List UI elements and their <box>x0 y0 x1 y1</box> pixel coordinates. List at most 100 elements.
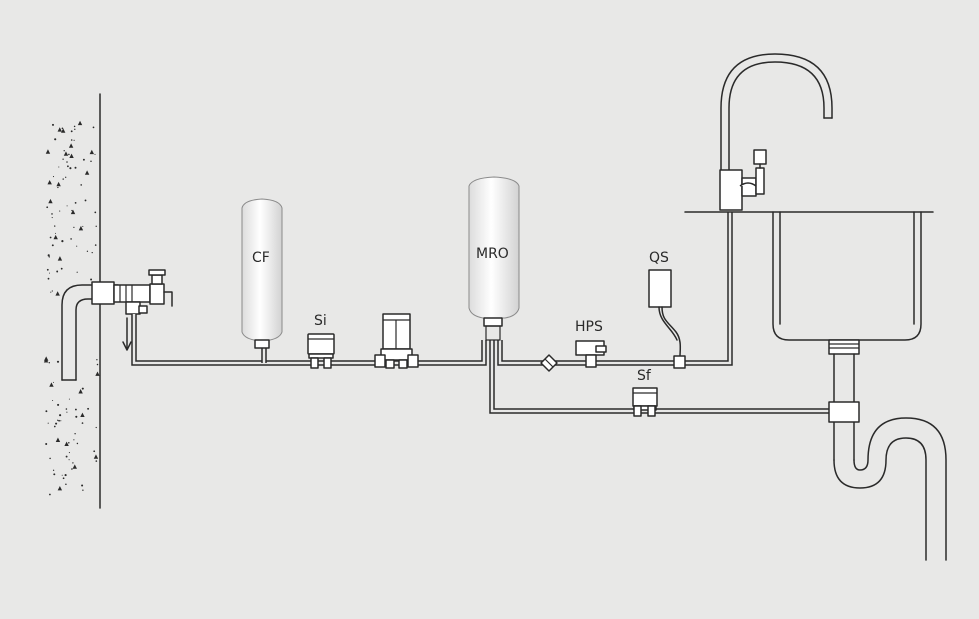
wall-speckle <box>52 399 54 402</box>
si-fitting-left <box>310 357 319 369</box>
wall-speckle <box>71 209 73 212</box>
wall-speckle <box>51 244 54 247</box>
wall-speckle <box>45 410 48 413</box>
faucet-lever-base <box>741 177 757 197</box>
wall-speckle <box>60 420 62 422</box>
wall-speckle <box>71 468 73 470</box>
pump-inlet <box>374 354 386 368</box>
wall-speckle <box>90 278 93 281</box>
wall-speckle <box>70 139 73 141</box>
sf-fitting-left <box>633 405 642 417</box>
sf-label: Sf <box>637 368 652 384</box>
tubing <box>131 212 833 414</box>
wall-speckle <box>48 362 50 364</box>
wall-speckle <box>61 240 64 243</box>
wall-speckle <box>57 419 59 421</box>
wall-speckle <box>55 422 58 425</box>
faucet-spout-outer <box>720 53 833 171</box>
wall-speckle <box>73 125 76 128</box>
wall-speckle <box>63 150 65 152</box>
wall-speckle <box>57 486 63 491</box>
faucet <box>719 53 833 211</box>
wall-speckle <box>55 291 60 296</box>
wall-speckle <box>73 439 75 441</box>
wall-speckle <box>64 441 69 446</box>
faucet-spout-inner <box>728 61 825 171</box>
p-trap-outer <box>833 437 927 561</box>
wall-speckle <box>55 437 61 442</box>
sink <box>684 211 947 561</box>
wall-speckle <box>61 474 63 476</box>
wall-speckle <box>68 153 70 156</box>
wall-speckle <box>96 363 99 366</box>
wall-speckle <box>67 165 69 168</box>
wall-speckle <box>70 238 72 240</box>
qs-tee <box>673 355 686 369</box>
wall-speckle <box>77 120 83 126</box>
wall-speckle <box>72 462 74 464</box>
wall-speckle <box>78 225 84 231</box>
valve-handle <box>148 269 166 276</box>
qs-cable-2 <box>658 306 678 341</box>
inlet-pipe <box>61 284 119 381</box>
wall-speckle <box>48 198 53 204</box>
wall-speckle <box>89 149 95 155</box>
wall-speckle <box>68 459 70 461</box>
wall-speckle <box>53 425 56 428</box>
mro-housing <box>468 176 520 319</box>
wall-speckle <box>63 151 69 156</box>
wall-speckle <box>92 126 95 129</box>
wall-speckle <box>54 138 57 141</box>
si-label: Si <box>314 313 327 329</box>
faucet-collar <box>739 182 757 187</box>
product-tube <box>497 212 733 366</box>
wall-speckle <box>57 186 59 189</box>
cf-housing <box>241 198 283 341</box>
wall-speckle <box>58 166 60 168</box>
wall-speckle <box>94 153 96 155</box>
wall-speckle <box>43 356 49 361</box>
wall-speckle <box>65 483 67 485</box>
wall-speckle <box>76 271 78 273</box>
wall-speckle <box>45 149 51 154</box>
wall-speckle <box>59 414 62 417</box>
wall-speckle <box>49 236 52 239</box>
wall-speckle <box>76 442 79 445</box>
wall-speckle <box>93 450 96 453</box>
wall-speckle <box>53 473 56 476</box>
wall-speckle <box>81 484 84 487</box>
cf-fitting <box>254 339 270 349</box>
pump-outlet <box>407 354 419 368</box>
wall-speckle <box>68 143 74 148</box>
wall-speckle <box>94 244 97 246</box>
faucet-body <box>719 169 743 211</box>
wall-speckle <box>57 127 62 132</box>
wall-speckle <box>57 256 63 261</box>
hps-label: HPS <box>575 319 603 335</box>
inlet-pipe-outer <box>61 284 119 381</box>
wall-speckle <box>74 408 77 411</box>
wall-speckle <box>54 225 56 227</box>
wall-speckle <box>70 209 76 215</box>
mro-fitting <box>483 317 503 327</box>
wall-speckle <box>47 277 50 280</box>
wall-speckle <box>68 452 70 454</box>
wall-speckle <box>82 225 84 227</box>
wall-speckle <box>51 290 53 292</box>
wall-speckle <box>68 442 70 444</box>
wall-speckle <box>65 408 68 410</box>
wall-speckle <box>91 251 93 254</box>
wall-speckle <box>51 213 53 215</box>
wall-speckle <box>95 460 98 462</box>
feed-valve <box>91 269 173 351</box>
wall-speckle <box>65 455 68 458</box>
wall-speckle <box>74 166 77 169</box>
valve-spout <box>163 291 173 307</box>
wall-texture <box>43 120 100 496</box>
valve-nut <box>149 283 165 305</box>
wall-speckle <box>60 267 63 270</box>
wall-speckle <box>66 205 68 207</box>
wall-speckle <box>74 202 77 204</box>
pump <box>374 313 419 369</box>
